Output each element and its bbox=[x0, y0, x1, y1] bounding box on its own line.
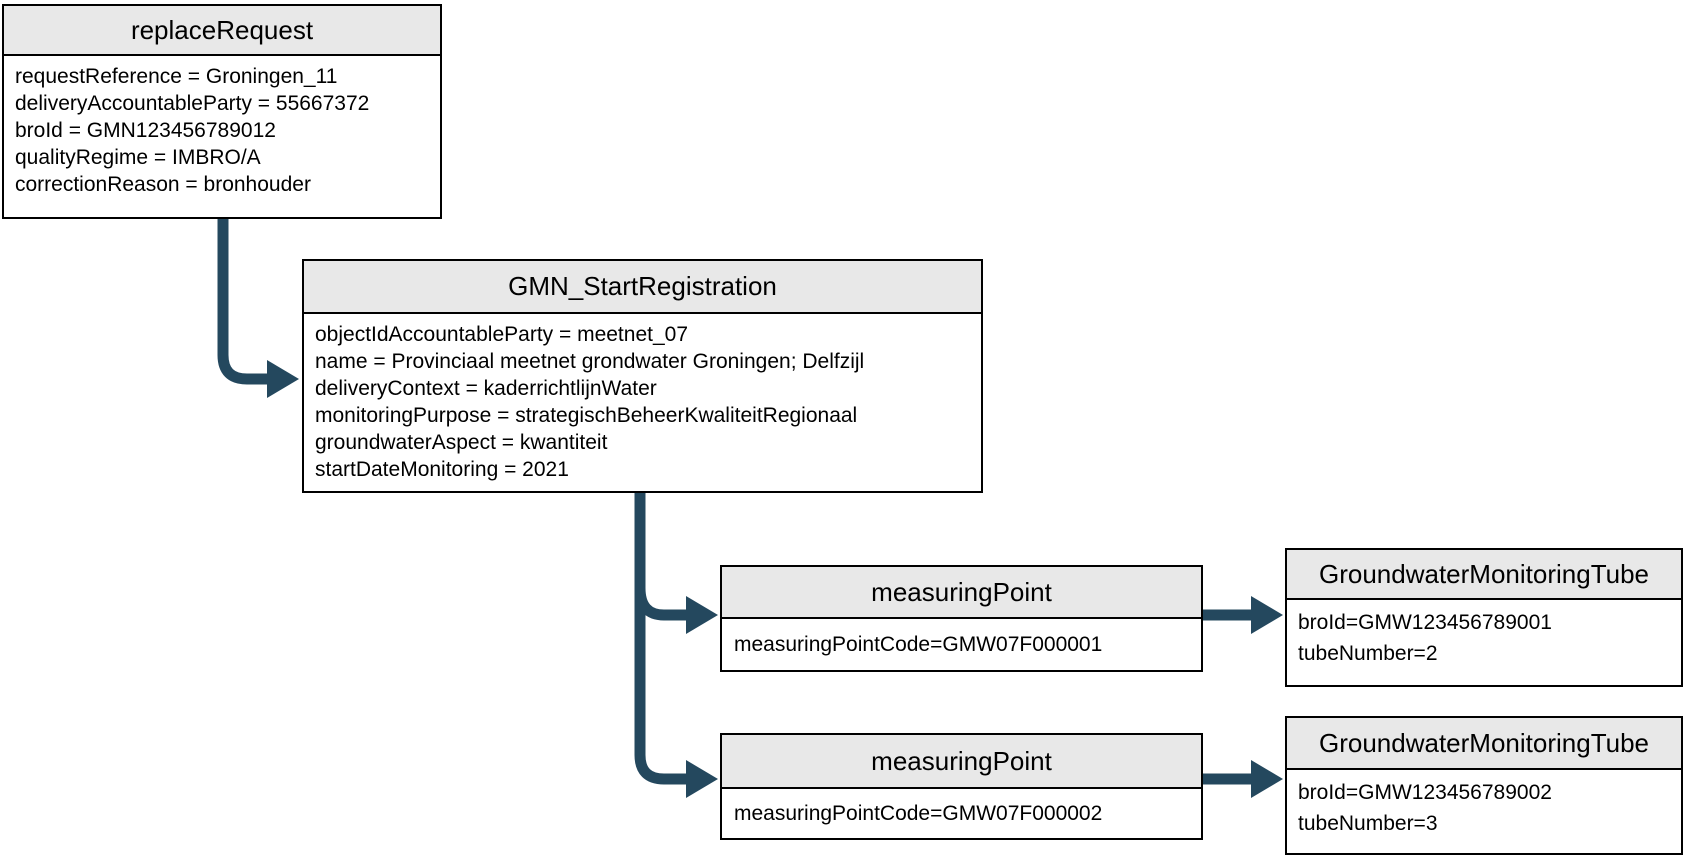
attribute-line: groundwaterAspect = kwantiteit bbox=[315, 431, 608, 454]
attribute-line: broId=GMW123456789001 bbox=[1298, 611, 1552, 634]
attribute-line: startDateMonitoring = 2021 bbox=[315, 458, 569, 481]
node-groundwater-monitoring-tube-2-title: GroundwaterMonitoringTube bbox=[1319, 727, 1649, 758]
arrowhead-icon bbox=[686, 760, 718, 798]
node-replace-request-header: replaceRequest bbox=[4, 6, 440, 56]
attribute-line: deliveryContext = kaderrichtlijnWater bbox=[315, 377, 657, 400]
node-measuring-point-1-body: measuringPointCode=GMW07F000001 bbox=[722, 619, 1201, 670]
node-measuring-point-1: measuringPoint measuringPointCode=GMW07F… bbox=[720, 565, 1203, 672]
attribute-line: objectIdAccountableParty = meetnet_07 bbox=[315, 323, 688, 346]
attribute-line: requestReference = Groningen_11 bbox=[15, 65, 338, 88]
attribute-line: measuringPointCode=GMW07F000002 bbox=[734, 802, 1103, 825]
attribute-line: correctionReason = bronhouder bbox=[15, 173, 311, 196]
node-measuring-point-2-title: measuringPoint bbox=[871, 745, 1052, 776]
node-groundwater-monitoring-tube-2-header: GroundwaterMonitoringTube bbox=[1287, 718, 1681, 770]
arrowhead-icon bbox=[686, 596, 718, 634]
attribute-line: broId = GMN123456789012 bbox=[15, 119, 276, 142]
node-measuring-point-2: measuringPoint measuringPointCode=GMW07F… bbox=[720, 733, 1203, 840]
arrowhead-icon bbox=[1251, 596, 1283, 634]
attribute-line: deliveryAccountableParty = 55667372 bbox=[15, 92, 370, 115]
attribute-line: tubeNumber=2 bbox=[1298, 642, 1438, 665]
node-groundwater-monitoring-tube-1: GroundwaterMonitoringTube broId=GMW12345… bbox=[1285, 548, 1683, 687]
attribute-line: name = Provinciaal meetnet grondwater Gr… bbox=[315, 350, 865, 373]
node-groundwater-monitoring-tube-1-title: GroundwaterMonitoringTube bbox=[1319, 558, 1649, 589]
node-groundwater-monitoring-tube-2-body: broId=GMW123456789002 tubeNumber=3 bbox=[1287, 770, 1681, 839]
connector-gmn-to-measuring-point-2 bbox=[634, 493, 718, 798]
node-gmn-start-registration-title: GMN_StartRegistration bbox=[508, 271, 777, 301]
arrowhead-icon bbox=[267, 360, 299, 398]
attribute-line: measuringPointCode=GMW07F000001 bbox=[734, 633, 1103, 656]
arrowhead-icon bbox=[1251, 760, 1283, 798]
connector-measuring-point-1-to-tube-1 bbox=[1203, 596, 1283, 634]
node-gmn-start-registration-header: GMN_StartRegistration bbox=[304, 261, 981, 314]
node-groundwater-monitoring-tube-2: GroundwaterMonitoringTube broId=GMW12345… bbox=[1285, 716, 1683, 855]
connector-replace-to-gmn bbox=[217, 219, 299, 398]
attribute-line: broId=GMW123456789002 bbox=[1298, 781, 1552, 804]
node-measuring-point-2-body: measuringPointCode=GMW07F000002 bbox=[722, 789, 1201, 838]
attribute-line: monitoringPurpose = strategischBeheerKwa… bbox=[315, 404, 858, 427]
node-measuring-point-2-header: measuringPoint bbox=[722, 735, 1201, 789]
node-replace-request-body: requestReference = Groningen_11 delivery… bbox=[4, 56, 440, 198]
node-gmn-start-registration-body: objectIdAccountableParty = meetnet_07 na… bbox=[304, 314, 981, 483]
node-groundwater-monitoring-tube-1-header: GroundwaterMonitoringTube bbox=[1287, 550, 1681, 600]
node-measuring-point-1-title: measuringPoint bbox=[871, 576, 1052, 607]
node-gmn-start-registration: GMN_StartRegistration objectIdAccountabl… bbox=[302, 259, 983, 493]
attribute-line: tubeNumber=3 bbox=[1298, 812, 1438, 835]
node-replace-request-title: replaceRequest bbox=[130, 14, 314, 45]
connector-measuring-point-2-to-tube-2 bbox=[1203, 760, 1283, 798]
attribute-line: qualityRegime = IMBRO/A bbox=[15, 146, 261, 169]
node-groundwater-monitoring-tube-1-body: broId=GMW123456789001 tubeNumber=2 bbox=[1287, 600, 1681, 669]
node-replace-request: replaceRequest requestReference = Gronin… bbox=[2, 4, 442, 219]
node-measuring-point-1-header: measuringPoint bbox=[722, 567, 1201, 619]
connector-gmn-to-measuring-point-1 bbox=[634, 587, 718, 634]
